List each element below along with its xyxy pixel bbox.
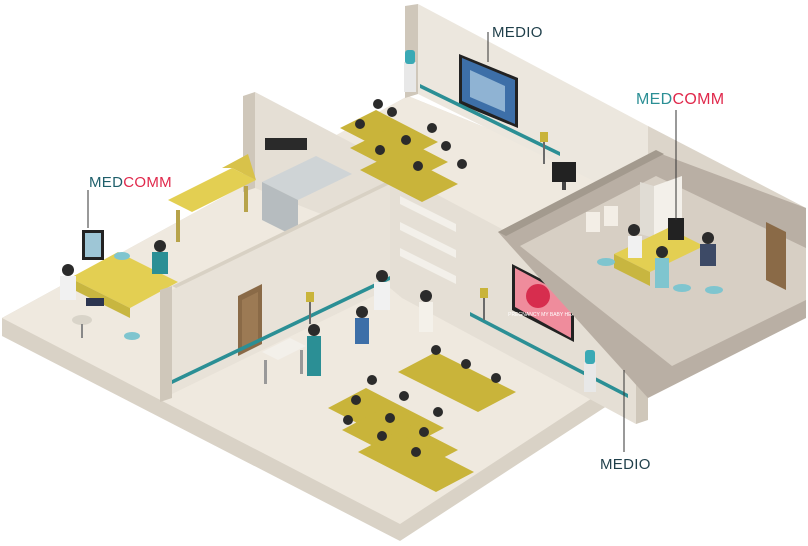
exam-bed [168, 154, 256, 242]
plant-top [540, 132, 548, 164]
wall-stripe-mid [172, 276, 390, 384]
label-left-medcomm-comm: COMM [123, 174, 172, 191]
water-cooler-waiting [584, 350, 596, 392]
back-wall [418, 4, 648, 208]
wall-stripe-top [420, 84, 560, 156]
lab-counter [262, 138, 352, 238]
doctor-right [628, 224, 640, 236]
left-office [60, 230, 178, 340]
plant-waiting [480, 288, 488, 320]
door-right-room [766, 222, 786, 290]
label-left-medcomm: MEDCOMM [89, 174, 172, 191]
poster-1 [586, 212, 600, 232]
tv-screen-waiting-text: PREGNANCY MY BABY HEALTH [508, 312, 584, 318]
plant-middle [306, 292, 314, 324]
label-right-medcomm: MEDCOMM [636, 91, 724, 109]
patient-right [702, 232, 714, 244]
right-room-wall-top [498, 150, 664, 236]
tv-screen-top [459, 54, 518, 128]
label-top-medio: MEDIO [492, 24, 543, 41]
top-waiting-people [355, 99, 467, 171]
inner-wall-face [172, 184, 390, 394]
front-waiting-chairs [328, 352, 516, 492]
nurse-right [656, 246, 668, 258]
label-right-medcomm-med: MED [636, 91, 673, 108]
monitor-top-room [552, 162, 576, 190]
shelves [400, 196, 456, 284]
label-bottom-medio: MEDIO [600, 456, 651, 473]
medical-cart [262, 338, 306, 384]
poster-2 [604, 206, 618, 226]
tv-screen-waiting: PREGNANCY MY BABY HEALTH [508, 264, 584, 342]
middle-room-staff [307, 270, 433, 376]
label-left-medcomm-med: MED [89, 174, 124, 191]
water-cooler-top [404, 50, 416, 92]
label-right-medcomm-comm: COMM [672, 91, 725, 108]
door-inner [238, 284, 262, 356]
front-waiting-people [343, 345, 501, 457]
inner-wall-left-edge [160, 286, 172, 402]
